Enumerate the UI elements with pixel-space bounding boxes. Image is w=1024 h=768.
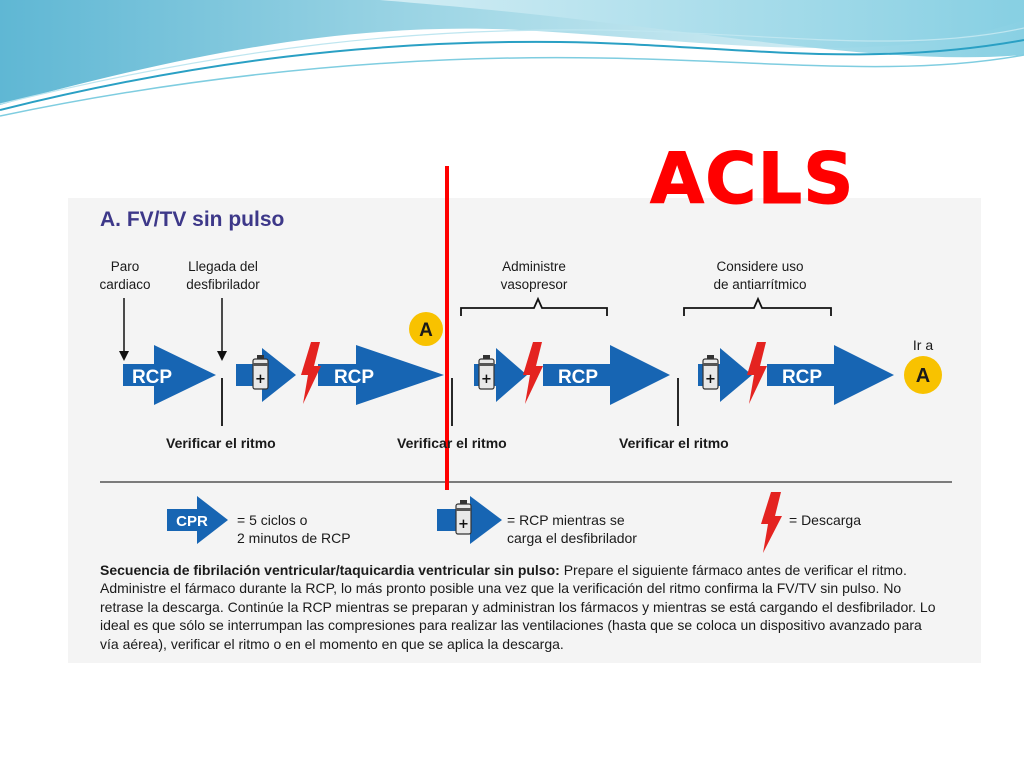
panel-title: A. FV/TV sin pulso <box>100 208 285 231</box>
legend-shock-text: = Descarga <box>789 512 861 528</box>
goto-a-label: A <box>916 365 930 387</box>
charge-arrow-2: + <box>474 348 527 402</box>
label-considere-antiarritmico: Considere uso de antiarrítmico <box>713 259 807 292</box>
svg-text:+: + <box>705 372 716 387</box>
header-wave-decoration <box>0 0 1024 117</box>
antiarritmico-bracket <box>683 296 832 316</box>
label-llegada-desfibrilador: Llegada del desfibrilador <box>186 259 260 292</box>
shock-bolt-icon <box>523 342 543 404</box>
battery-icon: + <box>478 355 495 390</box>
legend-shock-bolt-icon <box>761 492 782 553</box>
rcp-arrow-3 <box>543 345 670 405</box>
rcp-arrow-1 <box>123 345 216 405</box>
rcp-arrow-2 <box>318 345 444 405</box>
rcp-label: RCP <box>558 367 598 388</box>
vasopresor-bracket <box>460 296 608 316</box>
shock-bolt-icon <box>301 342 321 404</box>
verify-rhythm-label-1: Verificar el ritmo <box>166 435 276 451</box>
label-administre-vasopresor: Administre vasopresor <box>500 259 568 292</box>
legend-cpr-arrow <box>167 496 228 544</box>
charge-arrow-1: + <box>236 348 296 402</box>
caption-heading: Secuencia de fibrilación ventricular/taq… <box>100 562 560 578</box>
rcp-label: RCP <box>132 367 172 388</box>
legend-charge-arrow: + <box>437 496 502 544</box>
verify-rhythm-label-2: Verificar el ritmo <box>397 435 507 451</box>
battery-icon: + <box>252 355 269 390</box>
algorithm-panel <box>68 198 981 663</box>
verify-rhythm-label-3: Verificar el ritmo <box>619 435 729 451</box>
algorithm-caption: Secuencia de fibrilación ventricular/taq… <box>100 561 940 653</box>
charge-arrow-3: + <box>698 348 752 402</box>
svg-text:+: + <box>255 372 266 387</box>
legend-cpr-label: CPR <box>176 513 208 530</box>
battery-icon: + <box>455 500 472 535</box>
rcp-arrow-4 <box>767 345 894 405</box>
caption-body: Prepare el siguiente fármaco antes de ve… <box>100 562 936 652</box>
slide-title: ACLS <box>650 138 855 221</box>
battery-icon: + <box>702 355 719 390</box>
label-paro-cardiaco: Paro cardiaco <box>99 259 151 292</box>
rcp-label: RCP <box>782 367 822 388</box>
ir-a-label: Ir a <box>913 337 933 353</box>
goto-a-circle <box>904 356 942 394</box>
svg-text:+: + <box>481 372 492 387</box>
legend-cpr-text: = 5 ciclos o 2 minutos de RCP <box>237 512 351 546</box>
marker-a-circle <box>409 312 443 346</box>
shock-bolt-icon <box>747 342 767 404</box>
marker-a-label: A <box>419 320 433 341</box>
rcp-label: RCP <box>334 367 374 388</box>
svg-text:+: + <box>458 517 469 532</box>
legend-charge-text: = RCP mientras se carga el desfibrilador <box>507 512 637 546</box>
